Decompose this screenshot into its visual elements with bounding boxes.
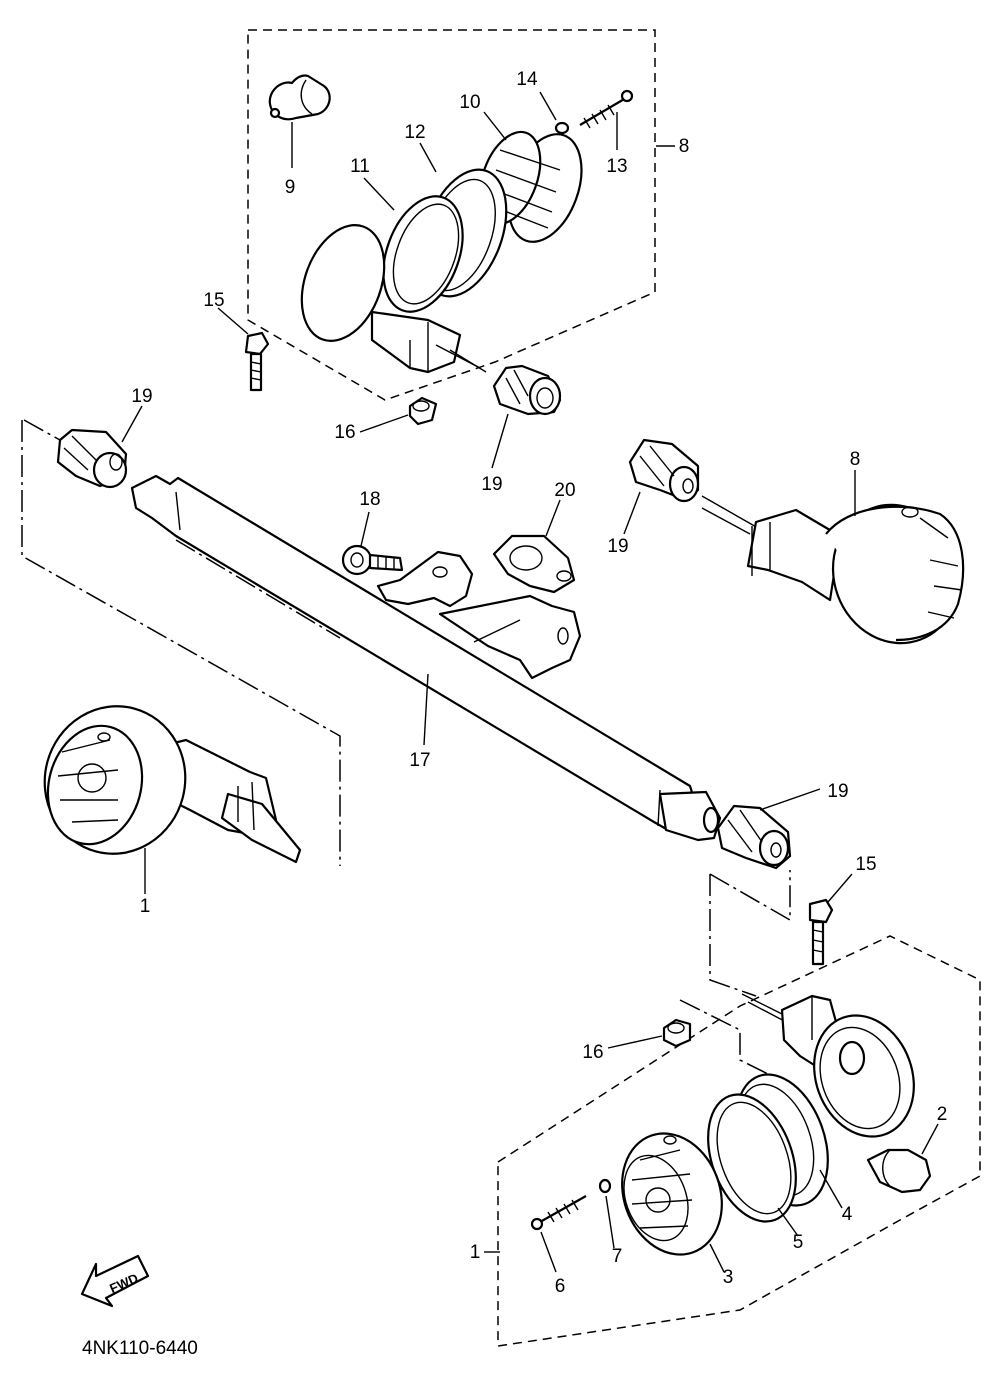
bolt-15-lower [808,898,834,966]
label-part-8-upper: 8 [679,136,690,157]
label-part-9: 9 [285,177,296,198]
turn-signal-8 [701,495,965,645]
label-part-19-left: 19 [131,386,152,407]
grommet-19-left [56,428,128,489]
label-part-2: 2 [937,1104,948,1125]
turn-signal-1-left [43,705,302,864]
label-part-8-right: 8 [850,449,861,470]
label-part-12: 12 [404,122,425,143]
collar-16-lower [662,1018,692,1048]
nut-7 [598,1178,612,1194]
label-part-6: 6 [555,1276,566,1297]
grommet-19-upper [492,364,562,416]
screw-6 [530,1195,587,1231]
label-part-19-upper: 19 [481,474,502,495]
bulb-2 [866,1148,932,1194]
label-part-3: 3 [723,1267,734,1288]
bolt-18 [341,544,404,576]
grommet-19-right-upper [628,438,700,503]
housing-lower [741,993,915,1138]
label-part-15-lower: 15 [855,854,876,875]
gasket-11 [382,195,464,313]
label-part-1-right: 1 [470,1242,481,1263]
label-part-15-upper: 15 [203,290,224,311]
label-part-7: 7 [612,1246,623,1267]
stay-17 [130,474,722,842]
screw-13 [579,89,634,129]
clamp-20 [492,534,576,594]
nut-14 [554,121,570,135]
bolt-15-upper [244,331,270,392]
label-part-13: 13 [606,156,627,177]
label-part-1-left: 1 [140,896,151,917]
grommet-19-right-lower [716,804,792,870]
label-part-20: 20 [554,480,575,501]
left-guide-line [21,419,341,866]
label-part-14: 14 [516,69,538,90]
right-guide-line [679,870,791,1081]
label-part-17: 17 [409,750,430,771]
label-part-16-upper: 16 [334,422,355,443]
label-part-19-lower: 19 [827,781,848,802]
group-8-dashed-border [247,29,656,401]
label-part-5: 5 [793,1232,804,1253]
label-part-18: 18 [359,489,380,510]
label-part-19-right: 19 [607,536,628,557]
lens-3 [621,1132,723,1256]
label-part-4: 4 [842,1204,853,1225]
fwd-arrow-icon: FWD [80,1254,150,1308]
group-1-dashed-border [497,935,981,1347]
housing-upper [300,224,487,374]
label-part-11: 11 [350,156,370,177]
label-part-10: 10 [459,92,480,113]
label-part-16-lower: 16 [582,1042,603,1063]
bulb-9 [268,74,331,121]
drawing-code: 4NK110-6440 [82,1338,198,1359]
collar-16-upper [408,396,438,426]
